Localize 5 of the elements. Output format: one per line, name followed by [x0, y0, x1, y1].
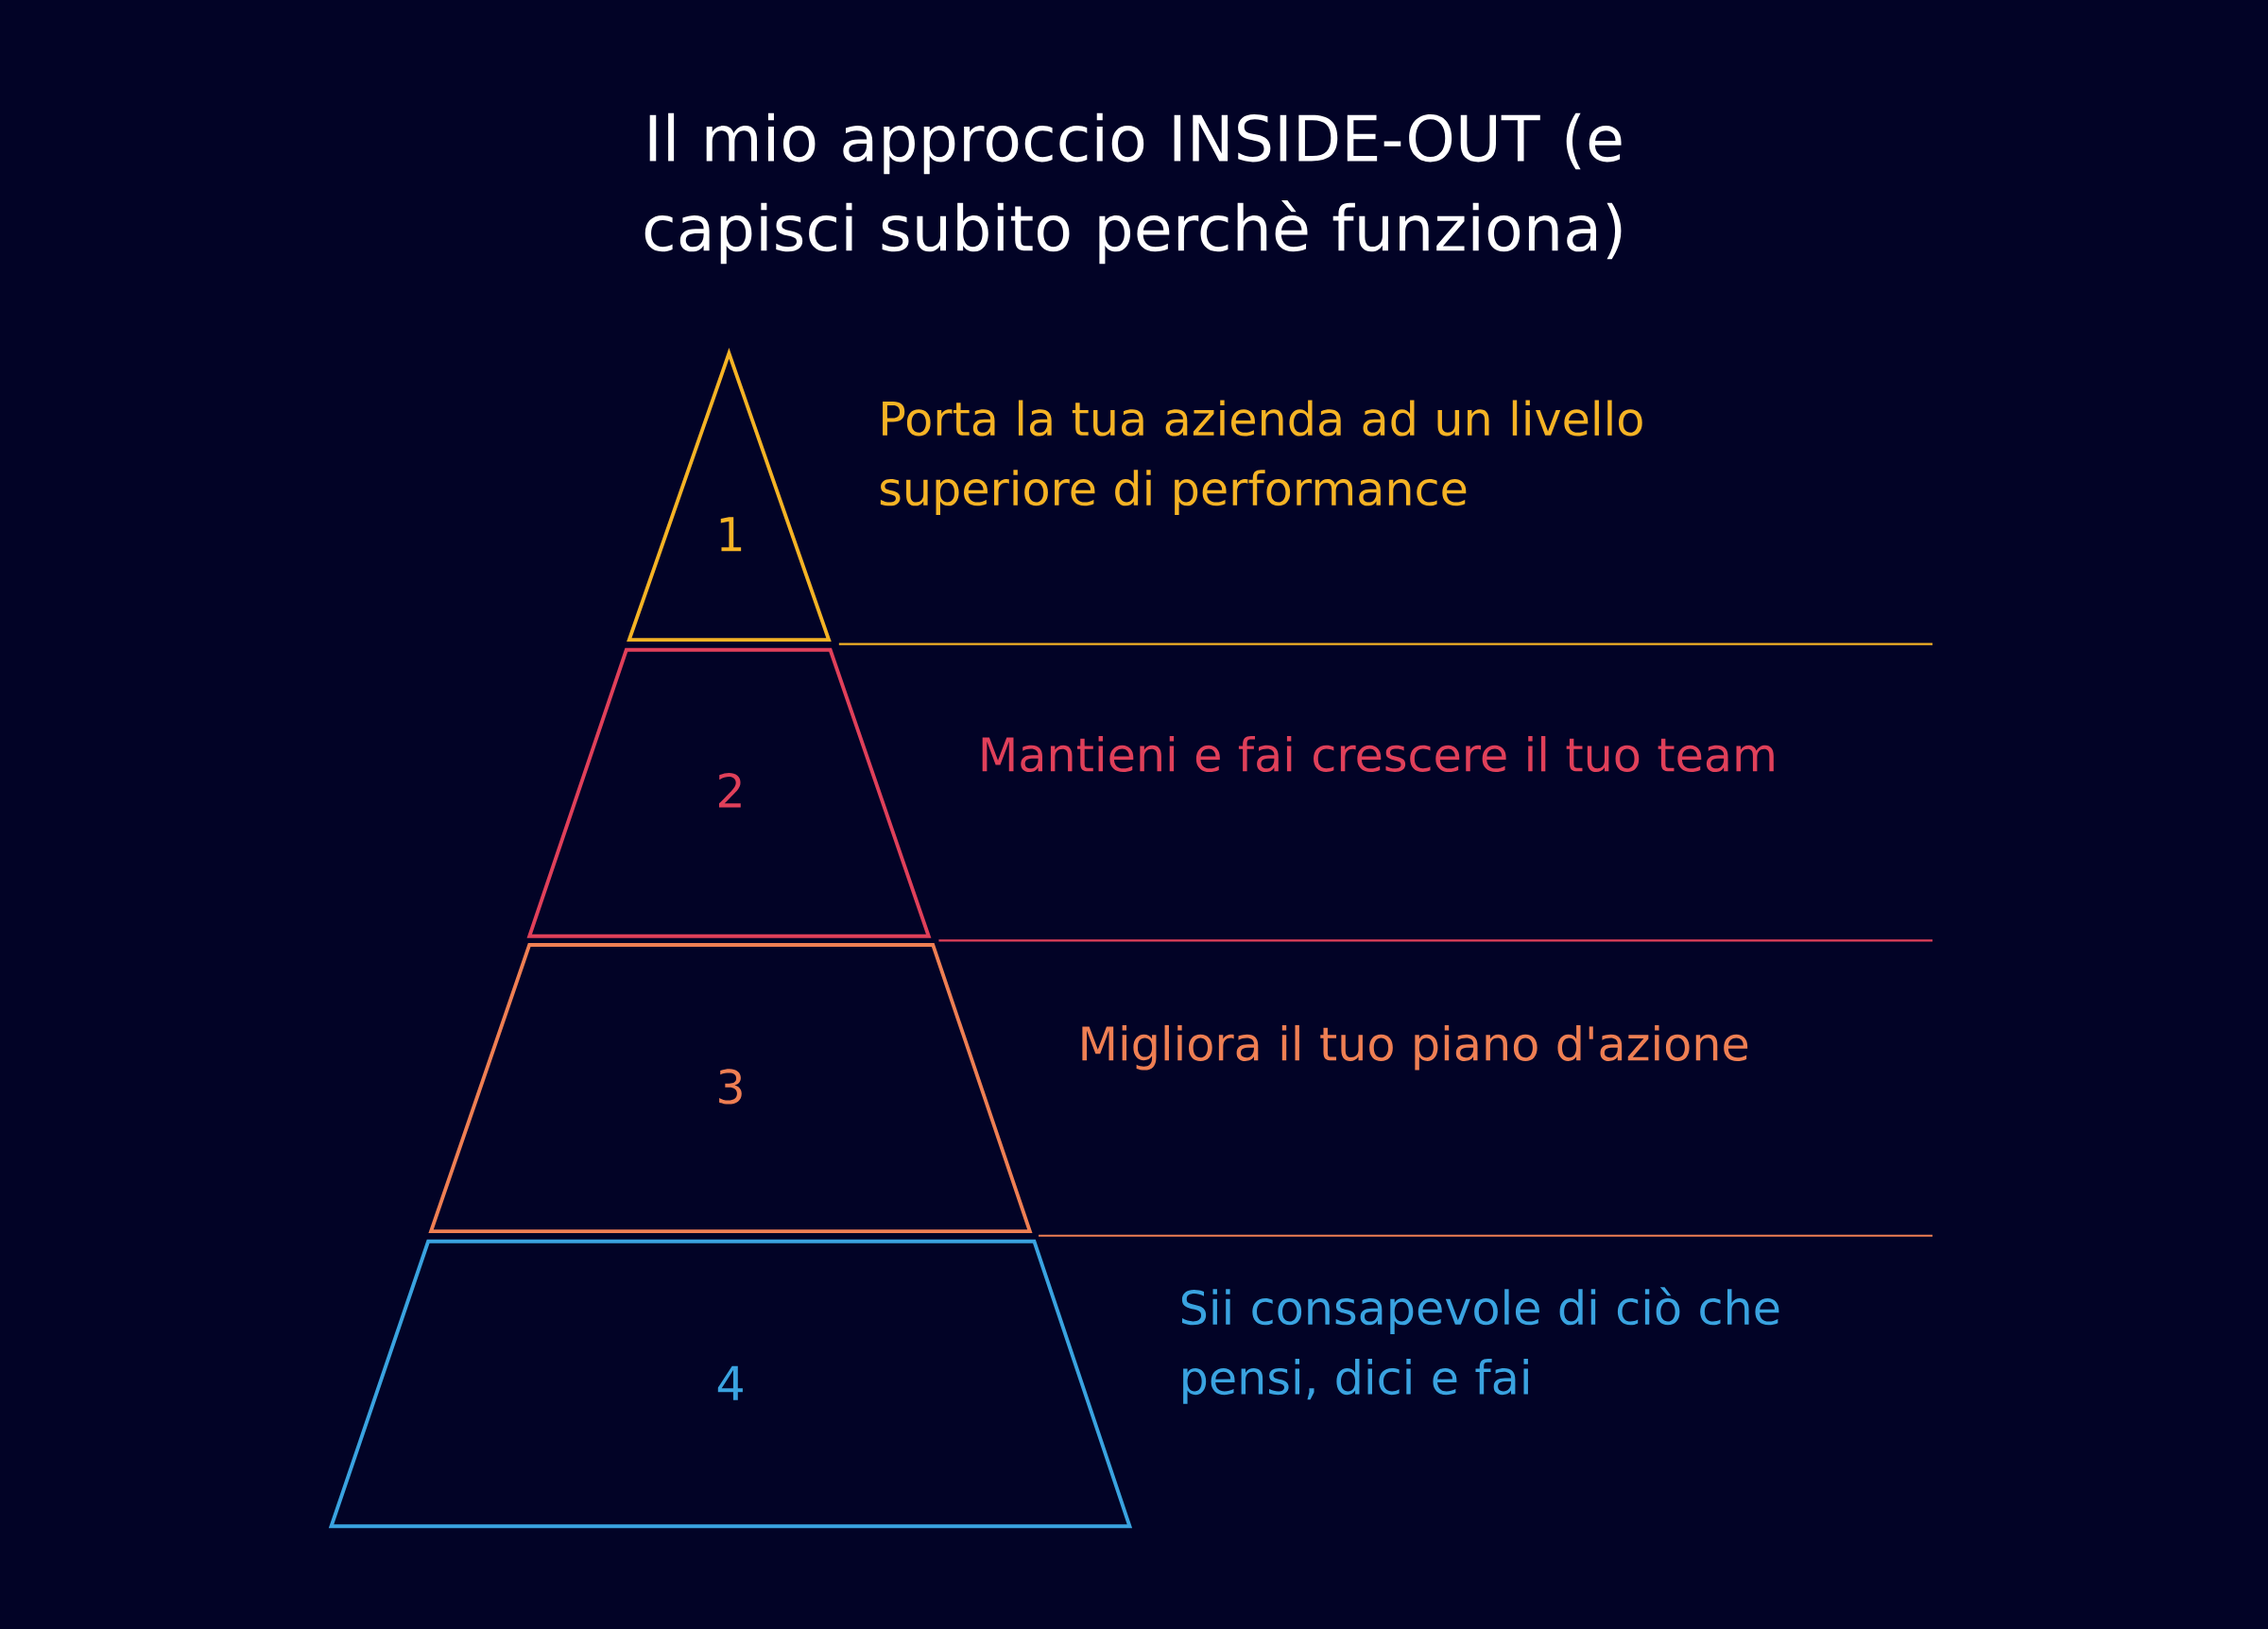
segment-description: Porta la tua azienda ad un livello superiore di performance	[880, 400, 1642, 515]
segment-description: Migliora il tuo piano d'azione	[1082, 1024, 1748, 1071]
segment-description: Mantieni e fai crescere il tuo team	[982, 735, 1774, 773]
title: Il mio approccio INSIDE-OUT (e capisci subito perchè funziona)	[644, 112, 1622, 265]
segment-description: Sii consapevole di ciò che pensi, dici e fai	[1181, 1287, 1779, 1404]
